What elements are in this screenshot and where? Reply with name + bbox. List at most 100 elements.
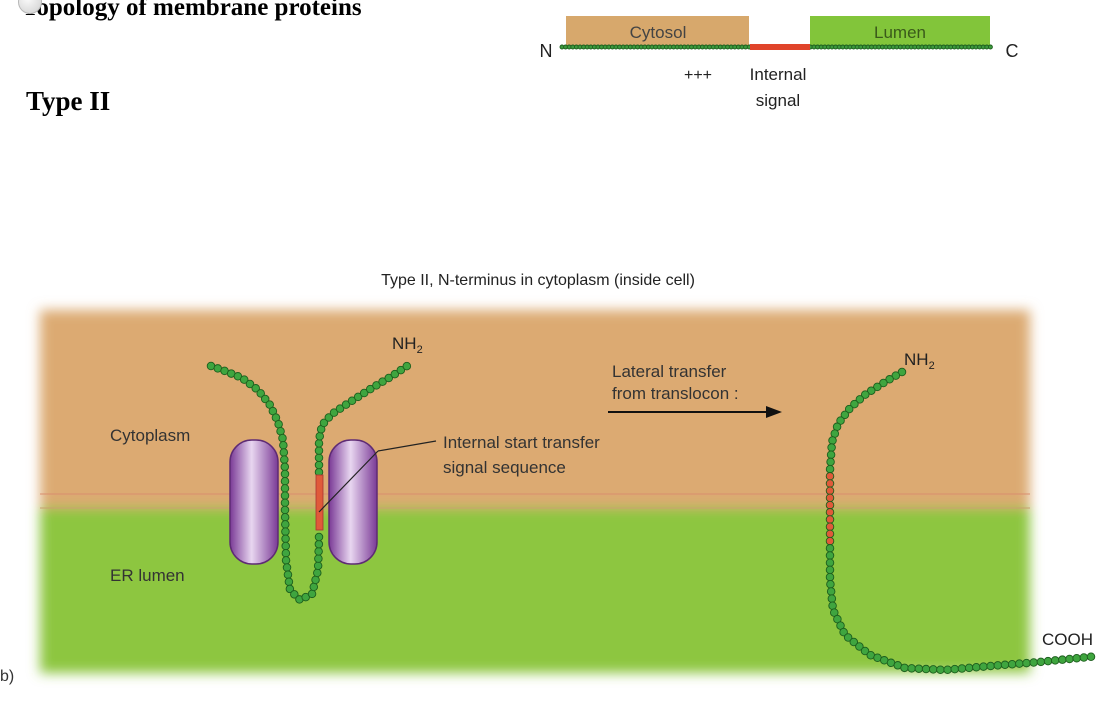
- amino-acid-bead: [921, 664, 931, 674]
- amino-acid-bead: [313, 561, 323, 571]
- amino-acid-bead: [281, 548, 291, 558]
- amino-acid-bead: [315, 432, 324, 441]
- amino-acid-bead: [313, 568, 322, 578]
- amino-acid-bead: [827, 443, 836, 452]
- slide-title: Topology of membrane proteins: [18, 0, 362, 22]
- amino-acid-bead: [280, 491, 290, 500]
- signal-sequence-label-1: Internal start transfer: [443, 433, 600, 452]
- arrow-right-icon: [608, 406, 782, 418]
- amino-acid-bead: [843, 633, 853, 642]
- figure-caption: Type II, N-terminus in cytoplasm (inside…: [381, 272, 695, 289]
- lumen-box: [810, 16, 990, 46]
- cytosol-box: [566, 16, 749, 46]
- amino-acid-bead: [1058, 655, 1067, 664]
- signal-bead: [825, 500, 835, 510]
- signal-bead: [825, 515, 835, 524]
- amino-acid-bead: [256, 389, 265, 398]
- amino-acid-bead: [347, 396, 357, 405]
- amino-acid-bead: [826, 587, 836, 596]
- schematic-chain: [559, 44, 993, 50]
- internal-signal-segment: [750, 44, 810, 50]
- amino-acid-bead: [324, 413, 334, 422]
- amino-acid-bead: [850, 399, 859, 409]
- amino-acid-bead: [307, 589, 317, 599]
- amino-acid-bead: [314, 539, 324, 549]
- amino-acid-bead: [1043, 656, 1053, 666]
- amino-acid-bead: [979, 662, 988, 671]
- amino-acid-bead: [384, 373, 394, 383]
- panel-letter: b): [0, 668, 14, 685]
- amino-acid-bead: [1072, 653, 1081, 663]
- amino-acid-bead: [943, 665, 952, 675]
- amino-acid-bead: [274, 420, 283, 429]
- amino-acid-bead: [372, 381, 381, 390]
- membrane-background: [40, 310, 1030, 673]
- amino-acid-bead: [1079, 653, 1089, 662]
- amino-acid-bead: [825, 544, 835, 553]
- amino-acid-bead: [281, 534, 290, 544]
- signal-bead: [825, 522, 835, 531]
- amino-acid-bead: [260, 394, 270, 404]
- amino-acid-bead: [1029, 658, 1038, 667]
- amino-acid-bead: [825, 551, 835, 560]
- amino-acid-bead: [1000, 660, 1010, 670]
- amino-acid-bead: [279, 441, 288, 450]
- amino-acid-bead: [280, 498, 290, 508]
- amino-acid-bead: [828, 601, 837, 611]
- amino-acid-bead: [245, 379, 255, 389]
- translocon-right: [328, 439, 378, 565]
- signal-bead: [825, 472, 835, 481]
- amino-acid-bead: [844, 404, 854, 414]
- c-terminus-label: C: [1006, 41, 1019, 61]
- signal-bead: [825, 493, 835, 503]
- amino-acid-bead: [1007, 659, 1017, 669]
- amino-acid-bead: [1036, 657, 1046, 667]
- amino-acid-bead: [936, 665, 945, 675]
- amino-acid-bead: [860, 646, 870, 656]
- amino-acid-bead: [280, 505, 290, 515]
- slide-title-text: Topology of membrane proteins: [22, 0, 362, 21]
- amino-acid-bead: [311, 575, 320, 585]
- amino-acid-bead: [402, 361, 412, 371]
- amino-acid-bead: [280, 512, 290, 522]
- amino-acid-bead: [314, 460, 324, 470]
- amino-acid-bead: [849, 637, 859, 647]
- amino-acid-bead: [290, 590, 299, 599]
- amino-acid-bead: [282, 563, 292, 572]
- amino-acid-bead: [987, 44, 993, 50]
- signal-bead: [825, 529, 835, 539]
- nh2-right-label: NH2: [904, 350, 935, 372]
- amino-acid-bead: [359, 388, 369, 398]
- amino-acid-bead: [964, 663, 974, 673]
- lateral-transfer-label-2: from translocon :: [612, 384, 739, 403]
- cooh-label: COOH: [1042, 630, 1093, 649]
- amino-acid-bead: [891, 371, 901, 380]
- amino-acid-bead: [826, 580, 835, 589]
- signal-bead: [825, 486, 835, 495]
- amino-acid-bead: [885, 375, 894, 384]
- amino-acid-bead: [828, 436, 837, 445]
- signal-bead: [825, 479, 835, 488]
- signal-bead: [825, 536, 835, 546]
- amino-acid-bead: [239, 375, 249, 384]
- amino-acid-bead: [914, 664, 924, 673]
- amino-acid-bead: [314, 439, 324, 448]
- amino-acid-bead: [950, 664, 960, 674]
- amino-acid-bead: [855, 642, 864, 651]
- amino-acid-bead: [897, 367, 907, 377]
- amino-acid-bead: [825, 464, 835, 474]
- amino-acid-bead: [279, 448, 289, 457]
- amino-acid-bead: [1015, 659, 1024, 668]
- amino-acid-bead: [907, 664, 916, 673]
- amino-acid-bead: [866, 386, 876, 395]
- amino-acid-bead: [900, 663, 909, 673]
- charge-label: +++: [684, 67, 712, 84]
- amino-acid-bead: [251, 384, 260, 393]
- amino-acid-bead: [366, 384, 375, 394]
- amino-acid-bead: [825, 572, 835, 582]
- amino-acid-bead: [285, 584, 295, 594]
- amino-acid-bead: [278, 433, 287, 443]
- nh2-left-label: NH2: [392, 334, 423, 356]
- amino-acid-bead: [1086, 652, 1096, 661]
- signal-bead: [825, 508, 835, 517]
